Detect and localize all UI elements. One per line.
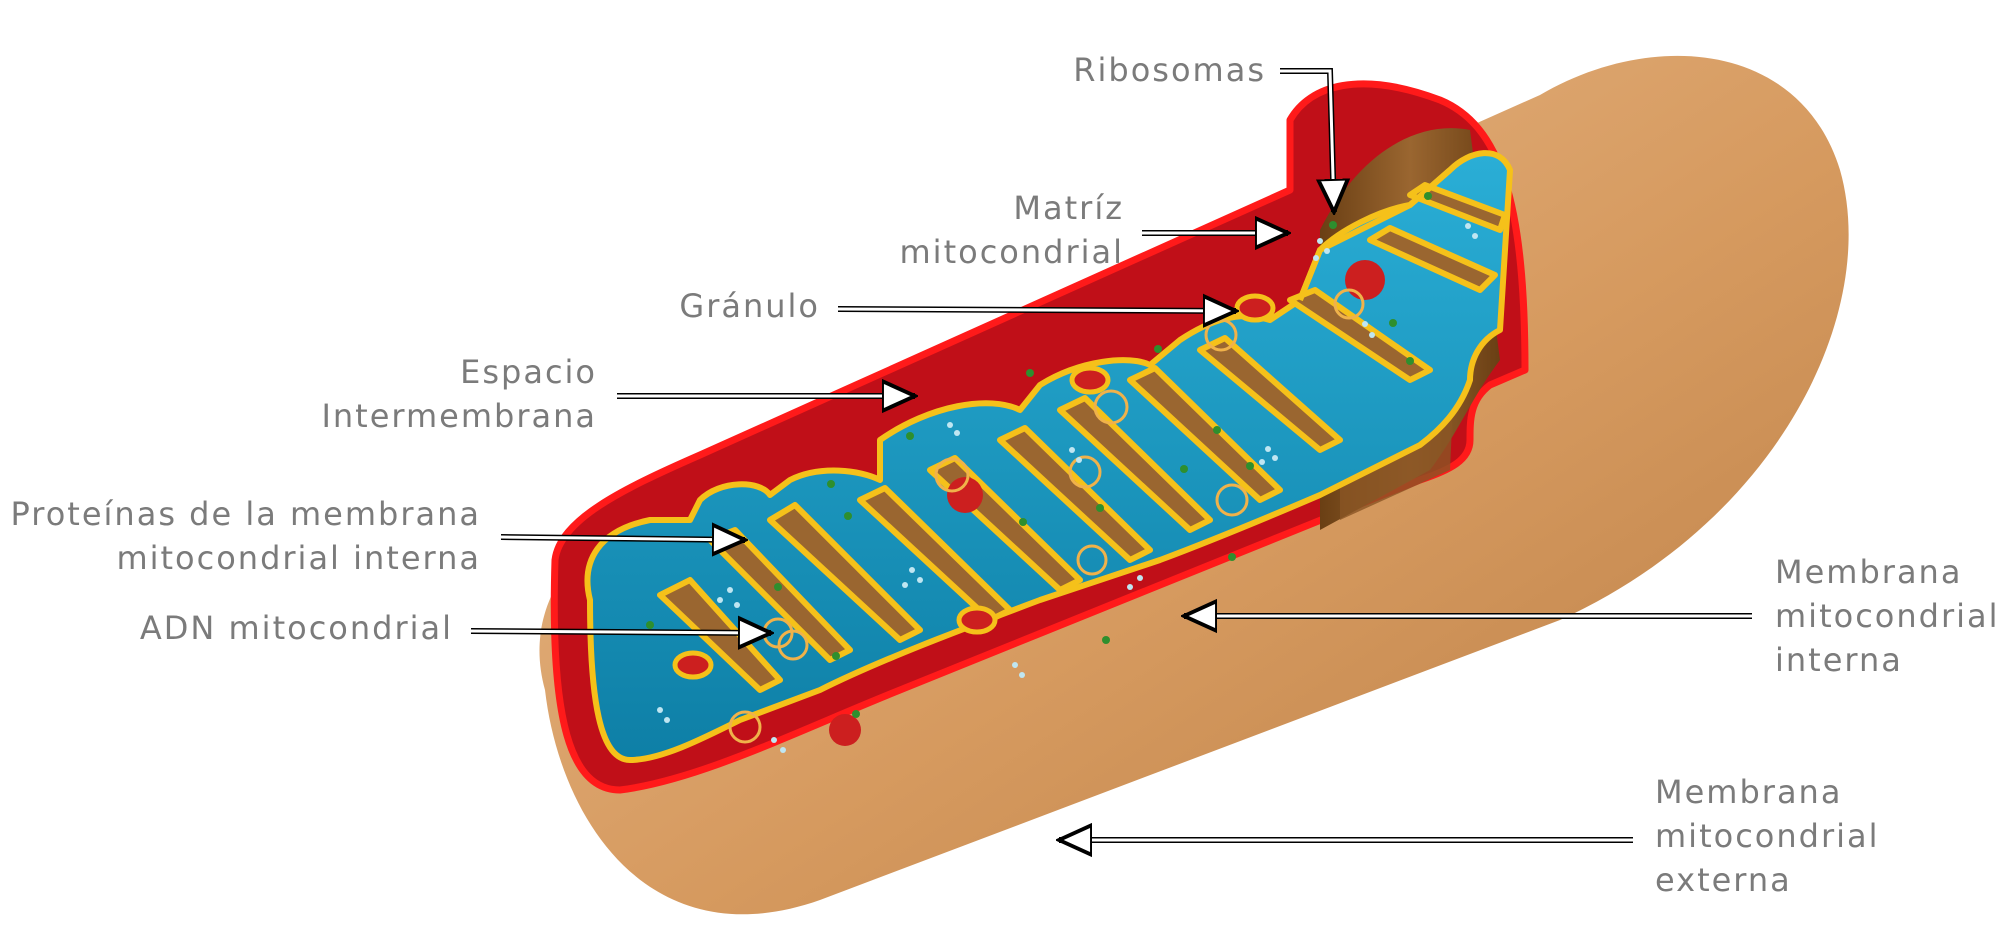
label-externa-line2: mitocondrial bbox=[1655, 817, 1880, 855]
label-interna-line3: interna bbox=[1775, 641, 1903, 679]
label-externa-line1: Membrana bbox=[1655, 773, 1843, 811]
label-matriz-line2: mitocondrial bbox=[899, 233, 1124, 271]
label-granulo-text: Gránulo bbox=[679, 287, 820, 325]
arrow-icon bbox=[1280, 69, 1334, 212]
arrow-icon bbox=[470, 631, 771, 633]
label-proteinas: Proteínas de la membrana mitocondrial in… bbox=[0, 492, 481, 580]
label-matriz-line1: Matríz bbox=[1013, 189, 1124, 227]
label-espacio: Espacio Intermembrana bbox=[280, 350, 597, 438]
ribosomes bbox=[646, 192, 1432, 718]
label-interna-line2: mitocondrial bbox=[1775, 597, 2000, 635]
label-espacio-line1: Espacio bbox=[460, 353, 597, 391]
label-espacio-line2: Intermembrana bbox=[321, 397, 597, 435]
leader-lines-inner bbox=[470, 69, 1752, 840]
label-membrana-externa: Membrana mitocondrial externa bbox=[1655, 770, 1905, 902]
label-adn-text: ADN mitocondrial bbox=[139, 609, 453, 647]
inner-membrane bbox=[1297, 167, 1452, 302]
label-ribosomas: Ribosomas bbox=[1000, 48, 1266, 92]
label-externa-line3: externa bbox=[1655, 861, 1792, 899]
label-ribosomas-text: Ribosomas bbox=[1073, 51, 1266, 89]
matrix-particles bbox=[657, 223, 1478, 753]
arrow-icon bbox=[837, 309, 1236, 311]
arrow-icon bbox=[500, 537, 745, 540]
granules bbox=[672, 260, 1385, 746]
label-membrana-interna: Membrana mitocondrial interna bbox=[1775, 550, 2005, 682]
label-interna-line1: Membrana bbox=[1775, 553, 1963, 591]
label-proteinas-line1: Proteínas de la membrana bbox=[10, 495, 481, 533]
label-granulo: Gránulo bbox=[600, 284, 820, 328]
label-matriz: Matríz mitocondrial bbox=[830, 186, 1124, 274]
label-adn: ADN mitocondrial bbox=[100, 606, 453, 650]
label-proteinas-line2: mitocondrial interna bbox=[116, 539, 481, 577]
